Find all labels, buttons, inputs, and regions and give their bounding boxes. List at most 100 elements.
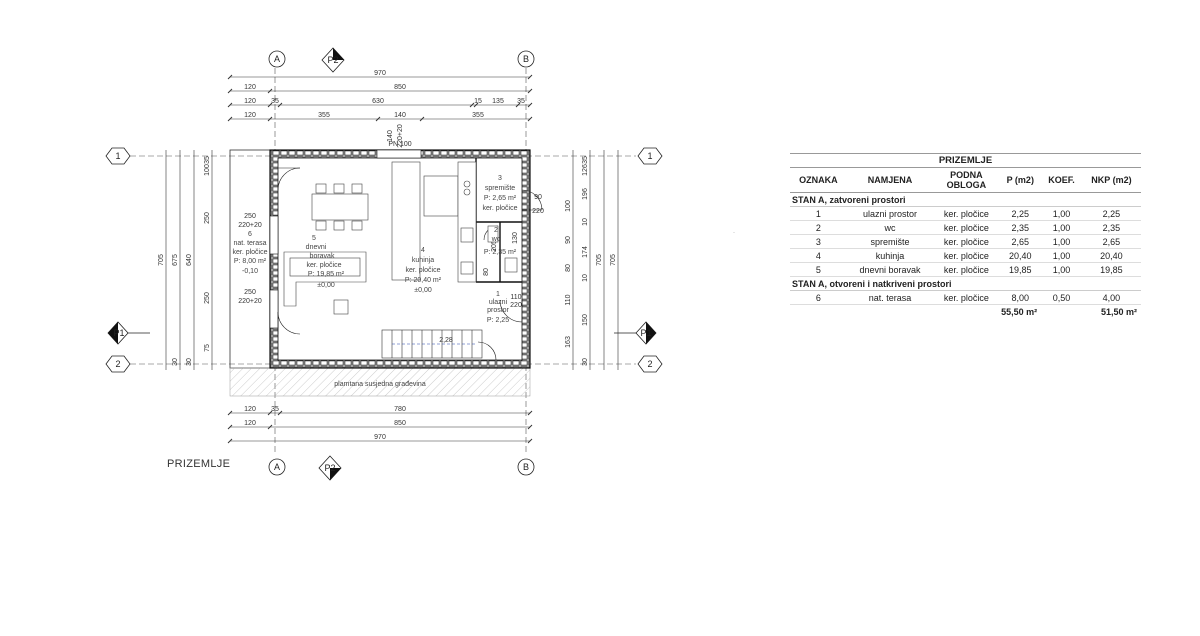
sofa xyxy=(283,251,367,307)
col-p: P (m2) xyxy=(999,167,1042,193)
svg-text:±0,00: ±0,00 xyxy=(414,287,432,294)
cell-namjena: kuhinja xyxy=(846,248,934,263)
dim-top-120c: 120 xyxy=(244,112,256,119)
dim-right-110: 110 xyxy=(565,294,572,305)
window-left-2-label: 250 xyxy=(244,289,256,296)
neighbor-building-hatch xyxy=(229,367,531,397)
cell-oznaka: 1 xyxy=(790,206,847,221)
dim-top-355b: 355 xyxy=(472,112,484,119)
window-left-1-sub: 220+20 xyxy=(238,222,262,229)
door-130-label: 130 xyxy=(512,232,519,244)
plan-title: PRIZEMLJE xyxy=(167,458,231,470)
table-row: 4 kuhinja ker. pločice 20,40 1,00 20,40 xyxy=(790,248,1141,263)
svg-text:ulazni: ulazni xyxy=(489,299,508,306)
table-title: PRIZEMLJE xyxy=(790,153,1141,168)
room-label-2: 2 wc P: 2,35 m² xyxy=(484,227,517,256)
neighbor-building-label: plamtana susjedna građevina xyxy=(334,381,426,388)
svg-text:A: A xyxy=(274,54,280,64)
svg-text:wc: wc xyxy=(491,236,501,243)
svg-text:P: 19,85 m²: P: 19,85 m² xyxy=(308,271,345,278)
svg-text:2: 2 xyxy=(115,359,120,369)
dim-left-705: 705 xyxy=(158,254,165,266)
svg-text:P2: P2 xyxy=(324,463,335,473)
table-row: 5 dnevni boravak ker. pločice 19,85 1,00… xyxy=(790,262,1141,277)
cell-koef: 1,00 xyxy=(1041,220,1082,235)
room-label-1: 1 ulazni prostor P: 2,25 xyxy=(487,291,510,324)
dim-right-150: 150 xyxy=(582,314,589,326)
window-left-1-label: 250 xyxy=(244,213,256,220)
col-podna-obloga: PODNA OBLOGA xyxy=(933,167,1000,193)
svg-text:2: 2 xyxy=(647,359,652,369)
table-row: 1 ulazni prostor ker. pločice 2,25 1,00 … xyxy=(790,206,1141,221)
svg-text:5: 5 xyxy=(312,235,316,242)
dim-right-30: 30 xyxy=(582,358,589,366)
svg-text:P: 2,35 m²: P: 2,35 m² xyxy=(484,249,517,256)
axis-marker-1-right: 1 xyxy=(637,147,663,165)
cell-namjena: spremište xyxy=(846,234,934,249)
window-left-2-sub: 220+20 xyxy=(238,298,262,305)
cell-oznaka: 3 xyxy=(790,234,847,249)
wc-fixtures xyxy=(487,225,518,273)
dim-top-window-220: 220+20 xyxy=(397,124,404,148)
dim-top-window-140: 140 xyxy=(387,130,394,142)
dim-top-120b: 120 xyxy=(244,98,256,105)
cell-nkp: 2,25 xyxy=(1081,206,1141,221)
section-marker-p1-left: P1 xyxy=(107,321,150,345)
dim-top-630: 630 xyxy=(372,98,384,105)
cell-p: 2,35 xyxy=(999,220,1042,235)
svg-text:P: 2,25: P: 2,25 xyxy=(487,317,509,324)
group-otvoreni: STAN A, otvoreni i natkriveni prostori xyxy=(790,276,1141,291)
col-nkp: NKP (m2) xyxy=(1081,167,1141,193)
dim-left-675: 675 xyxy=(172,254,179,266)
dim-left-250b: 250 xyxy=(204,292,211,304)
cell-nkp: 19,85 xyxy=(1081,262,1141,277)
cell-oznaka: 5 xyxy=(790,262,847,277)
stray-dot: · xyxy=(733,230,735,236)
cell-obloga: ker. pločice xyxy=(933,290,1000,305)
svg-text:A: A xyxy=(274,462,280,472)
dim-left-250a: 250 xyxy=(204,212,211,224)
axis-marker-a-top: A xyxy=(268,50,286,68)
svg-text:2: 2 xyxy=(494,227,498,234)
dim-top-135: 135 xyxy=(492,98,504,105)
dim-top-35b: 35 xyxy=(517,98,525,105)
cell-namjena: wc xyxy=(846,220,934,235)
cell-koef: 0,50 xyxy=(1041,290,1082,305)
section-marker-p1-right: P1 xyxy=(614,321,657,345)
top-dimensions xyxy=(227,74,533,122)
svg-text:boravak: boravak xyxy=(310,253,335,260)
cell-oznaka: 2 xyxy=(790,220,847,235)
total-p: 55,50 m² xyxy=(790,304,1042,318)
svg-text:1: 1 xyxy=(647,151,652,161)
area-table: PRIZEMLJE OZNAKA NAMJENA PODNA OBLOGA P … xyxy=(790,153,1141,318)
door-90-label: 90 xyxy=(534,194,542,201)
svg-text:P2: P2 xyxy=(327,55,338,65)
dim-top-140: 140 xyxy=(394,112,406,119)
svg-text:3: 3 xyxy=(498,175,502,182)
dim-top-35: 35 xyxy=(271,98,279,105)
svg-text:ker. pločice: ker. pločice xyxy=(306,262,341,269)
room-label-3: 3 spremište P: 2,65 m² ker. pločice xyxy=(482,175,517,212)
dim-right-90: 90 xyxy=(565,236,572,244)
svg-text:P: 2,65 m²: P: 2,65 m² xyxy=(484,195,517,202)
dim-left-100: 100 xyxy=(204,164,211,176)
dim-top-970: 970 xyxy=(374,70,386,77)
dim-bottom-780: 780 xyxy=(394,406,406,413)
dim-top-355: 355 xyxy=(318,112,330,119)
svg-text:dnevni: dnevni xyxy=(306,244,327,251)
axis-marker-1-left: 1 xyxy=(105,147,131,165)
right-dimensions xyxy=(572,150,619,370)
cell-p: 19,85 xyxy=(999,262,1042,277)
dim-left-30b: 30 xyxy=(172,358,179,366)
dim-right-10b: 10 xyxy=(582,274,589,282)
dim-right-126: 126 xyxy=(582,164,589,176)
axis-marker-2-right: 2 xyxy=(637,355,663,373)
room-label-4: 4 kuhinja ker. pločice P: 20,40 m² ±0,00 xyxy=(405,247,442,294)
dim-right-100: 100 xyxy=(565,200,572,212)
window-top-label: PN 100 xyxy=(388,141,411,148)
cell-p: 2,65 xyxy=(999,234,1042,249)
svg-text:±0,00: ±0,00 xyxy=(317,282,335,289)
dim-right-10a: 10 xyxy=(582,218,589,226)
dim-right-80: 80 xyxy=(565,264,572,272)
cell-obloga: ker. pločice xyxy=(933,262,1000,277)
